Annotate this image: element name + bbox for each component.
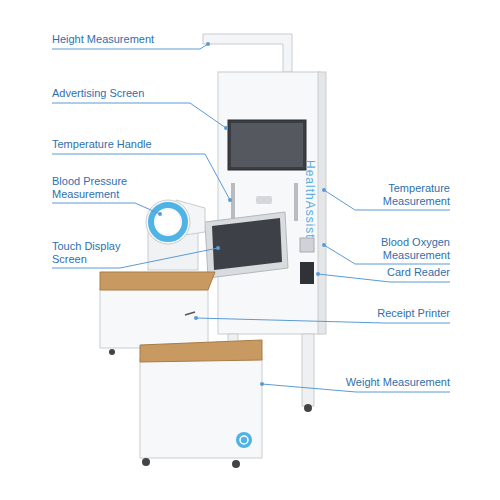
part-label: Height Measurement (52, 33, 202, 46)
part-label: Touch Display Screen (52, 240, 122, 266)
part-label: Blood Oxygen Measurement (360, 236, 450, 262)
part-label: Weight Measurement (340, 376, 450, 389)
part-label: Card Reader (360, 266, 450, 279)
part-label: Receipt Printer (360, 307, 450, 320)
part-label: Advertising Screen (52, 87, 202, 100)
part-label: Temperature Measurement (360, 182, 450, 208)
part-label: Blood Pressure Measurement (52, 175, 132, 201)
brand-text: HealthAssist (303, 160, 316, 239)
part-label: Temperature Handle (52, 138, 202, 151)
